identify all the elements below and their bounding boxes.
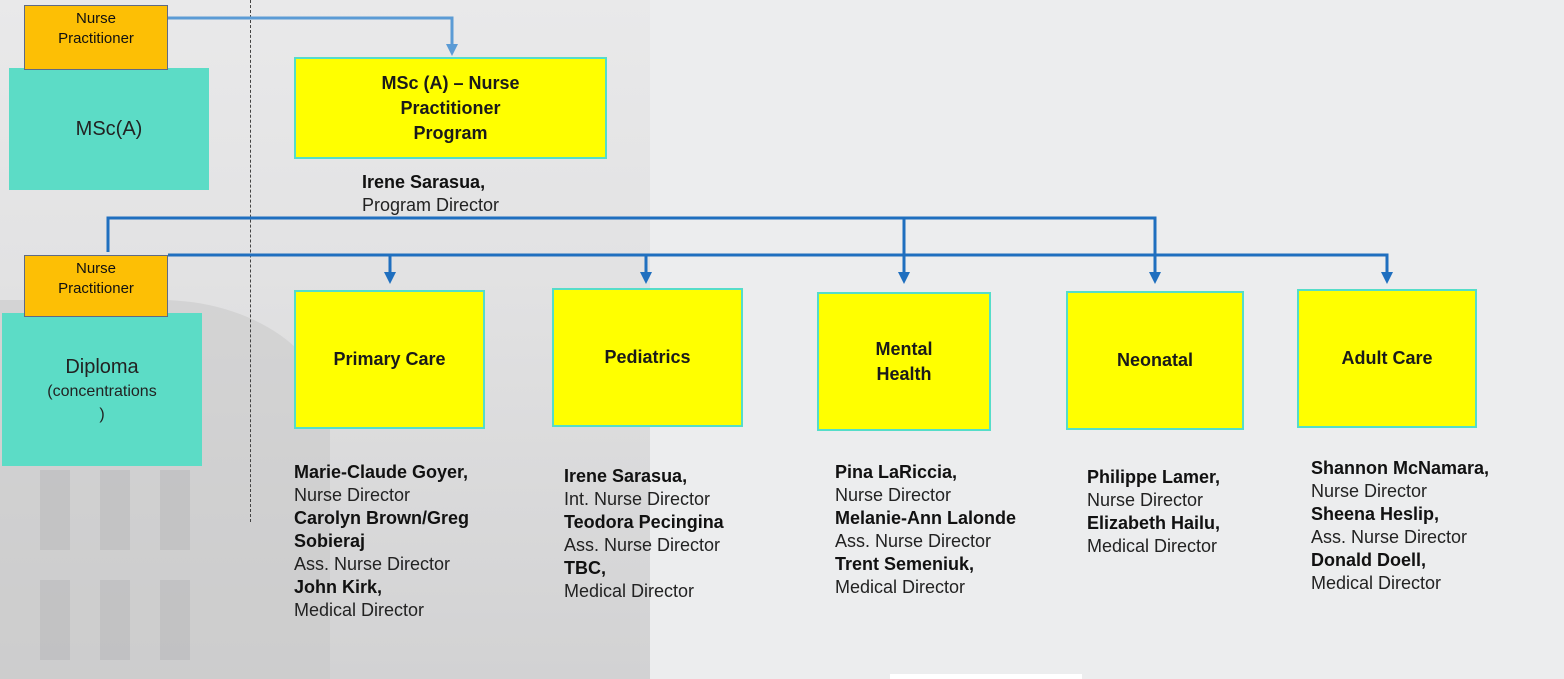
tag-line: Nurse (75, 10, 116, 27)
concentration-title: Adult Care (1341, 348, 1433, 368)
program-title-line: MSc (A) – Nurse (381, 72, 520, 93)
diploma-degree-label: Diploma (65, 355, 139, 378)
concentration-title: Primary Care (333, 349, 446, 369)
staff-role: Medical Director (564, 581, 695, 601)
staff-role: Medical Director (1311, 573, 1442, 593)
staff-name: Elizabeth Hailu, (1087, 513, 1221, 533)
staff-role: Nurse Director (1311, 481, 1428, 501)
column-divider (250, 0, 251, 522)
diploma-sub-label: (concentrations (47, 382, 157, 400)
staff-role: Medical Director (294, 600, 425, 620)
staff-name: Shannon McNamara, (1311, 458, 1490, 478)
arrowhead-neonatal (1149, 272, 1161, 284)
staff-name: Donald Doell, (1311, 550, 1427, 570)
staff-role: Ass. Nurse Director (1311, 527, 1468, 547)
tag-line: Practitioner (58, 280, 134, 297)
program-director-role: Program Director (362, 195, 500, 215)
concentration-box-adult-care: Adult Care (1297, 289, 1477, 428)
staff-role: Nurse Director (294, 485, 411, 505)
connector-mid-bus (168, 253, 1389, 272)
staff-name: Sheena Heslip, (1311, 504, 1440, 524)
staff-role: Int. Nurse Director (564, 489, 711, 509)
concentration-box-primary-care: Primary Care (294, 290, 485, 429)
staff-name: TBC, (564, 558, 606, 578)
staff-name: Irene Sarasua, (564, 466, 688, 486)
bottom-white-box (890, 674, 1082, 679)
staff-name: Philippe Lamer, (1087, 467, 1221, 487)
staff-name: Melanie-Ann Lalonde (835, 508, 1017, 528)
diploma-sub-label: ) (99, 405, 105, 423)
diploma-nurse-practitioner-tag: Nurse Practitioner (24, 255, 168, 317)
staff-name: Marie-Claude Goyer, (294, 462, 469, 482)
staff-role: Ass. Nurse Director (564, 535, 721, 555)
arrowhead-adult-care (1381, 272, 1393, 284)
concentration-title: Neonatal (1116, 350, 1194, 370)
msca-degree-box: MSc(A) (9, 68, 209, 190)
background-window (40, 580, 70, 660)
arrowhead-program (446, 44, 458, 56)
staff-name: Teodora Pecingina (564, 512, 724, 532)
program-director: Irene Sarasua, Program Director (362, 171, 499, 217)
staff-role: Nurse Director (1087, 490, 1204, 510)
program-title-line: Program (413, 122, 488, 143)
program-director-name: Irene Sarasua, (362, 172, 486, 192)
background-window (100, 580, 130, 660)
connector-nurse-to-program (168, 16, 454, 44)
concentration-title: Health (876, 363, 932, 384)
background-window (160, 580, 190, 660)
staff-name: John Kirk, (294, 577, 383, 597)
staff-role: Nurse Director (835, 485, 952, 505)
connector-top-bus (106, 216, 1157, 272)
diploma-degree-box: Diploma (concentrations ) (2, 313, 202, 466)
msca-nurse-practitioner-tag: Nurse Practitioner (24, 5, 168, 70)
concentration-box-pediatrics: Pediatrics (552, 288, 743, 427)
concentration-box-neonatal: Neonatal (1066, 291, 1244, 430)
arrowhead-mental-health (898, 272, 910, 284)
concentration-title: Pediatrics (604, 347, 691, 367)
concentration-box-mental-health: Mental Health (817, 292, 991, 431)
arrowhead-primary-care (384, 272, 396, 284)
staff-name: Sobieraj (294, 531, 366, 551)
staff-name: Trent Semeniuk, (835, 554, 975, 574)
staff-role: Ass. Nurse Director (835, 531, 992, 551)
program-box: MSc (A) – Nurse Practitioner Program (294, 57, 607, 159)
tag-line: Practitioner (58, 30, 134, 47)
background-window (40, 470, 70, 550)
background-window (160, 470, 190, 550)
staff-role: Medical Director (835, 577, 966, 597)
staff-role: Ass. Nurse Director (294, 554, 451, 574)
program-title-line: Practitioner (400, 97, 501, 118)
background-window (100, 470, 130, 550)
staff-name: Carolyn Brown/Greg (294, 508, 470, 528)
arrowhead-pediatrics (640, 272, 652, 284)
msca-degree-label: MSc(A) (75, 117, 143, 140)
concentration-title: Mental (875, 338, 933, 359)
staff-role: Medical Director (1087, 536, 1218, 556)
staff-name: Pina LaRiccia, (835, 462, 958, 482)
tag-line: Nurse (75, 260, 116, 277)
